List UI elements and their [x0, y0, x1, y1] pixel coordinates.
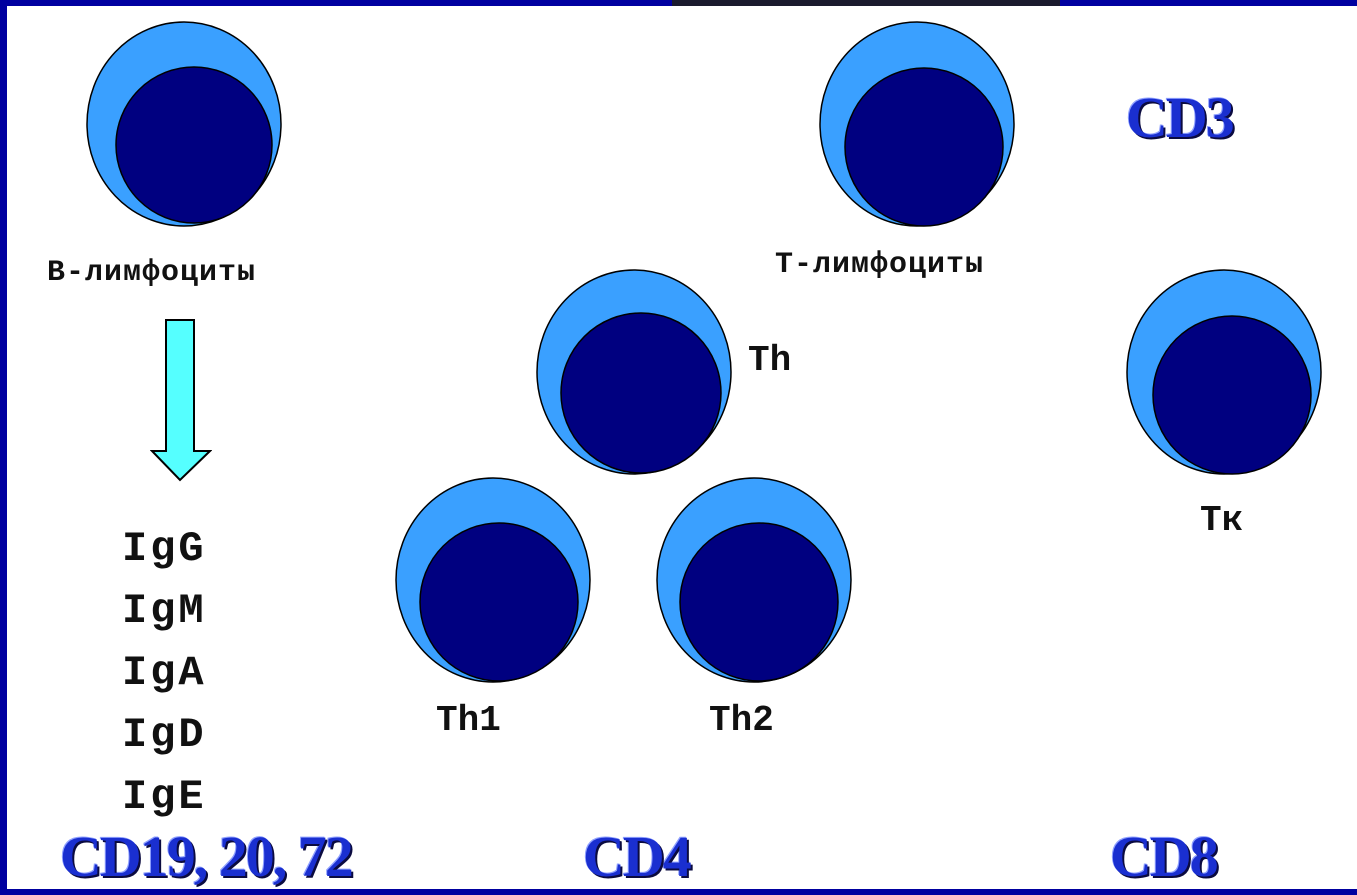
tk-label: Тк: [1200, 500, 1244, 541]
th2-cell: [655, 475, 860, 687]
t-lymphocytes-label: Т-лимфоциты: [775, 248, 985, 282]
th-label: Th: [748, 340, 792, 381]
frame-top-dark-segment: [672, 0, 1060, 6]
list-item: IgM: [122, 587, 207, 635]
list-item: IgE: [122, 773, 207, 821]
frame-bottom-border: [0, 889, 1357, 895]
cd4-marker: CD4: [583, 824, 692, 889]
list-item: IgD: [122, 711, 207, 759]
immunoglobulin-list: IgG IgM IgA IgD IgE: [122, 518, 207, 828]
th1-cell: [394, 475, 599, 687]
cd8-marker: CD8: [1110, 824, 1219, 889]
down-arrow-icon: [149, 318, 213, 488]
list-item: IgG: [122, 525, 207, 573]
frame-left-border: [0, 0, 7, 895]
cd3-marker: CD3: [1126, 85, 1235, 150]
b-lymphocytes-label: В-лимфоциты: [47, 256, 257, 290]
b-lymphocyte-cell: [84, 20, 294, 230]
th-cell: [535, 268, 740, 480]
tk-cell: [1125, 268, 1330, 480]
th2-label: Th2: [709, 700, 774, 741]
b-cell-marker: CD19, 20, 72: [60, 824, 354, 889]
list-item: IgA: [122, 649, 207, 697]
t-lymphocyte-cell: [818, 20, 1018, 230]
th1-label: Th1: [436, 700, 501, 741]
